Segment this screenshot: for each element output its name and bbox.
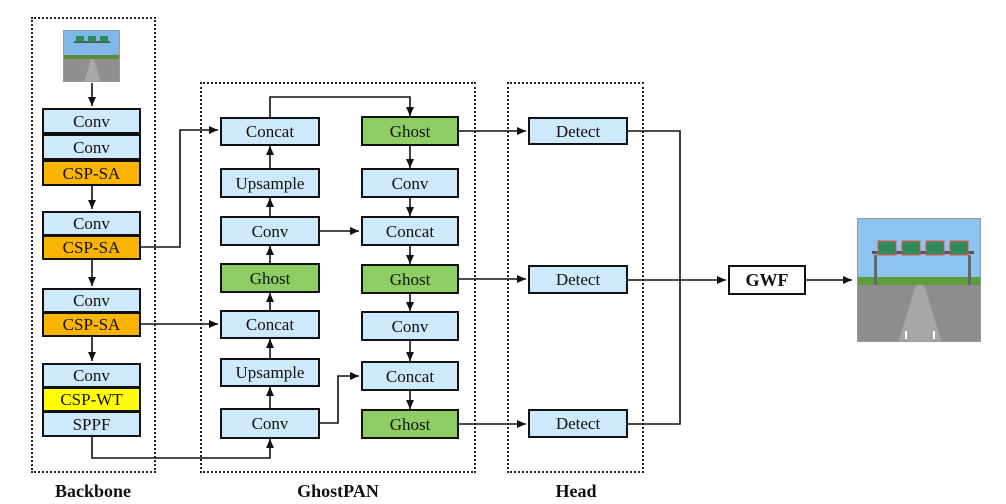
head-detect-bottom: Detect (528, 409, 628, 438)
ghostpan-concat-mid-left: Concat (220, 310, 320, 339)
ghostpan-ghost-top-right: Ghost (361, 116, 459, 146)
backbone-conv-4: Conv (42, 288, 141, 313)
ghostpan-concat-top-left: Concat (220, 117, 320, 146)
ghostpan-upsample-top: Upsample (220, 168, 320, 198)
backbone-conv-3: Conv (42, 211, 141, 236)
ghostpan-concat-bottom-right: Concat (361, 361, 459, 391)
backbone-conv-2: Conv (42, 134, 141, 160)
ghostpan-ghost-mid-right: Ghost (361, 264, 459, 294)
head-label: Head (555, 481, 597, 501)
line-detect-collector (628, 130, 681, 425)
ghostpan-label: GhostPAN (297, 481, 379, 501)
backbone-conv-1: Conv (42, 108, 141, 134)
backbone-csp-sa-1: CSP-SA (42, 160, 141, 186)
output-image (857, 218, 981, 342)
road-sign-photo-icon (64, 31, 119, 81)
ghostpan-concat-top-right: Concat (361, 216, 459, 246)
ghostpan-group (200, 82, 476, 473)
ghostpan-conv-mid-right: Conv (361, 311, 459, 341)
arrow-cspsa2-to-concat-top (141, 126, 218, 248)
ghostpan-ghost-left: Ghost (220, 263, 320, 293)
head-detect-top: Detect (528, 117, 628, 145)
ghostpan-upsample-bottom: Upsample (220, 358, 320, 387)
ghostpan-conv-bottom-left: Conv (220, 408, 320, 439)
head-group (507, 82, 644, 473)
head-detect-mid: Detect (528, 265, 628, 294)
backbone-csp-sa-2: CSP-SA (42, 235, 141, 260)
arrow-sppf-to-conv-bottom (91, 437, 274, 459)
backbone-label: Backbone (54, 481, 132, 501)
gwf-fusion: GWF (728, 265, 806, 295)
ghostpan-conv-top-right: Conv (361, 168, 459, 198)
arrow-concat-to-ghost-top (269, 96, 414, 117)
backbone-conv-5: Conv (42, 363, 141, 388)
backbone-sppf: SPPF (42, 411, 141, 437)
road-sign-detection-photo-icon (858, 219, 980, 341)
backbone-csp-wt: CSP-WT (42, 387, 141, 412)
ghostpan-conv-top-left: Conv (220, 216, 320, 246)
backbone-csp-sa-3: CSP-SA (42, 312, 141, 337)
ghostpan-ghost-bottom-right: Ghost (361, 409, 459, 439)
arrow-conv-bottom-to-concat-bottom (320, 372, 359, 424)
backbone-group (31, 17, 156, 473)
input-image (63, 30, 120, 82)
